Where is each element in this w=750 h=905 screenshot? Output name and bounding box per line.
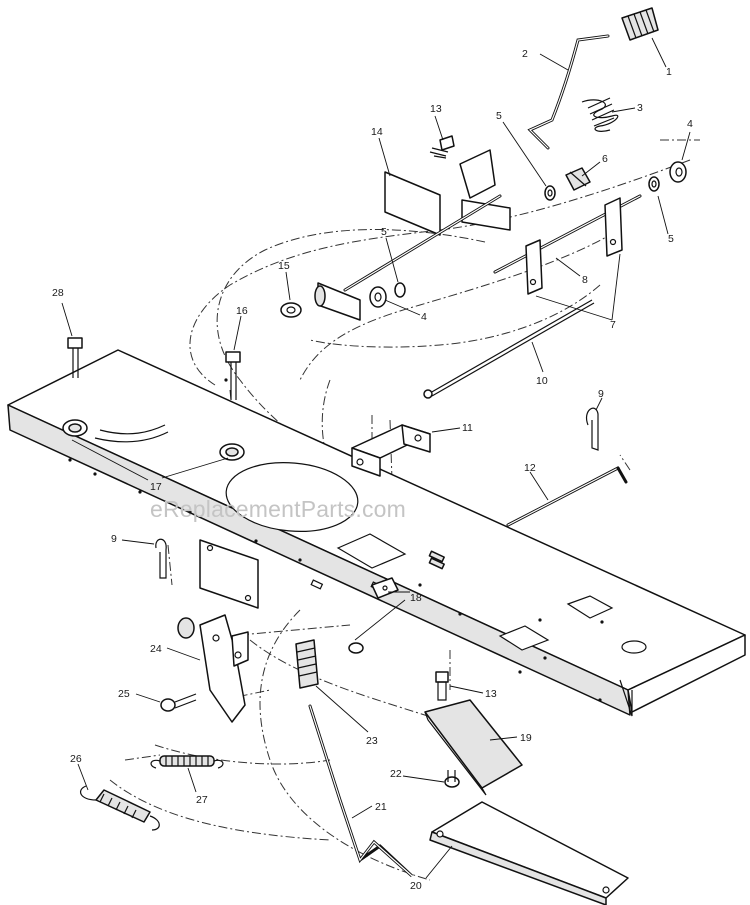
callout-13-lower: 13 bbox=[485, 688, 497, 700]
part-20-rail bbox=[429, 801, 629, 905]
part-5-washer-right bbox=[648, 176, 660, 192]
callout-21: 21 bbox=[375, 801, 387, 813]
callout-6: 6 bbox=[602, 153, 608, 165]
callout-25: 25 bbox=[118, 688, 130, 700]
part-11-bracket bbox=[351, 424, 431, 477]
callout-5: 5 bbox=[496, 110, 502, 122]
callout-28: 28 bbox=[52, 287, 64, 299]
callout-1: 1 bbox=[666, 66, 672, 78]
part-22-bolt bbox=[444, 770, 460, 788]
callout-5-right: 5 bbox=[668, 233, 674, 245]
callout-12: 12 bbox=[524, 462, 536, 474]
callout-15: 15 bbox=[278, 260, 290, 272]
callout-4: 4 bbox=[687, 118, 693, 130]
callout-4-left: 4 bbox=[421, 311, 427, 323]
callout-23: 23 bbox=[366, 735, 378, 747]
part-9-clip-right bbox=[586, 407, 599, 451]
part-5-washer-top bbox=[544, 185, 556, 201]
part-26-spring bbox=[79, 785, 160, 831]
part-16-bolt bbox=[225, 351, 241, 400]
callout-22: 22 bbox=[390, 768, 402, 780]
part-4-washer-top bbox=[669, 161, 687, 183]
part-6-bushing bbox=[565, 167, 591, 191]
callout-9-left: 9 bbox=[111, 533, 117, 545]
callout-16: 16 bbox=[236, 305, 248, 317]
part-28-bolt bbox=[67, 337, 83, 378]
part-13-bolt-lower bbox=[435, 671, 449, 701]
left-mounting-plate bbox=[199, 539, 259, 609]
callout-10: 10 bbox=[536, 375, 548, 387]
callout-18: 18 bbox=[410, 592, 422, 604]
part-14-shaft-assembly bbox=[314, 149, 511, 321]
part-3-spring bbox=[581, 97, 619, 132]
part-9-clip-left bbox=[155, 538, 167, 579]
callout-26: 26 bbox=[70, 753, 82, 765]
part-4-washer-left bbox=[369, 286, 387, 308]
main-frame bbox=[7, 349, 746, 717]
callout-14: 14 bbox=[371, 126, 383, 138]
callout-20: 20 bbox=[410, 880, 422, 892]
callout-11: 11 bbox=[462, 422, 473, 434]
part-24-pivot-bracket bbox=[177, 614, 249, 723]
part-19-plate bbox=[424, 699, 523, 796]
callout-17: 17 bbox=[150, 481, 162, 493]
part-1-pedal-pad bbox=[621, 7, 659, 41]
part-8-cross-shaft bbox=[493, 194, 642, 295]
part-23-pedal-pad bbox=[295, 639, 319, 689]
part-13-bolt-top bbox=[429, 135, 455, 159]
callout-13-top: 13 bbox=[430, 103, 442, 115]
callout-3: 3 bbox=[637, 102, 643, 114]
callout-5-left: 5 bbox=[381, 226, 387, 238]
callout-2: 2 bbox=[522, 48, 528, 60]
watermark-text: eReplacementParts.com bbox=[150, 496, 406, 522]
callout-labels: 1 2 3 4 5 6 5 4 5 13 14 15 5 4 8 7 10 28… bbox=[52, 48, 693, 892]
callout-7: 7 bbox=[610, 319, 616, 331]
callout-27: 27 bbox=[196, 794, 208, 806]
part-21-clutch-pedal bbox=[308, 704, 414, 878]
part-18-tab bbox=[371, 577, 399, 599]
part-15-washer bbox=[280, 302, 302, 318]
part-25-bolt bbox=[160, 693, 197, 712]
part-12-rod bbox=[506, 466, 628, 527]
part-10-brake-rod bbox=[423, 299, 595, 399]
callout-24: 24 bbox=[150, 643, 162, 655]
callout-8: 8 bbox=[582, 274, 588, 286]
callout-9-right: 9 bbox=[598, 388, 604, 400]
part-5-washer-left bbox=[394, 282, 406, 298]
part-27-spring bbox=[150, 755, 224, 769]
callout-19: 19 bbox=[520, 732, 532, 744]
part-2-pedal-lever bbox=[527, 34, 610, 150]
leader-lines bbox=[61, 37, 691, 879]
